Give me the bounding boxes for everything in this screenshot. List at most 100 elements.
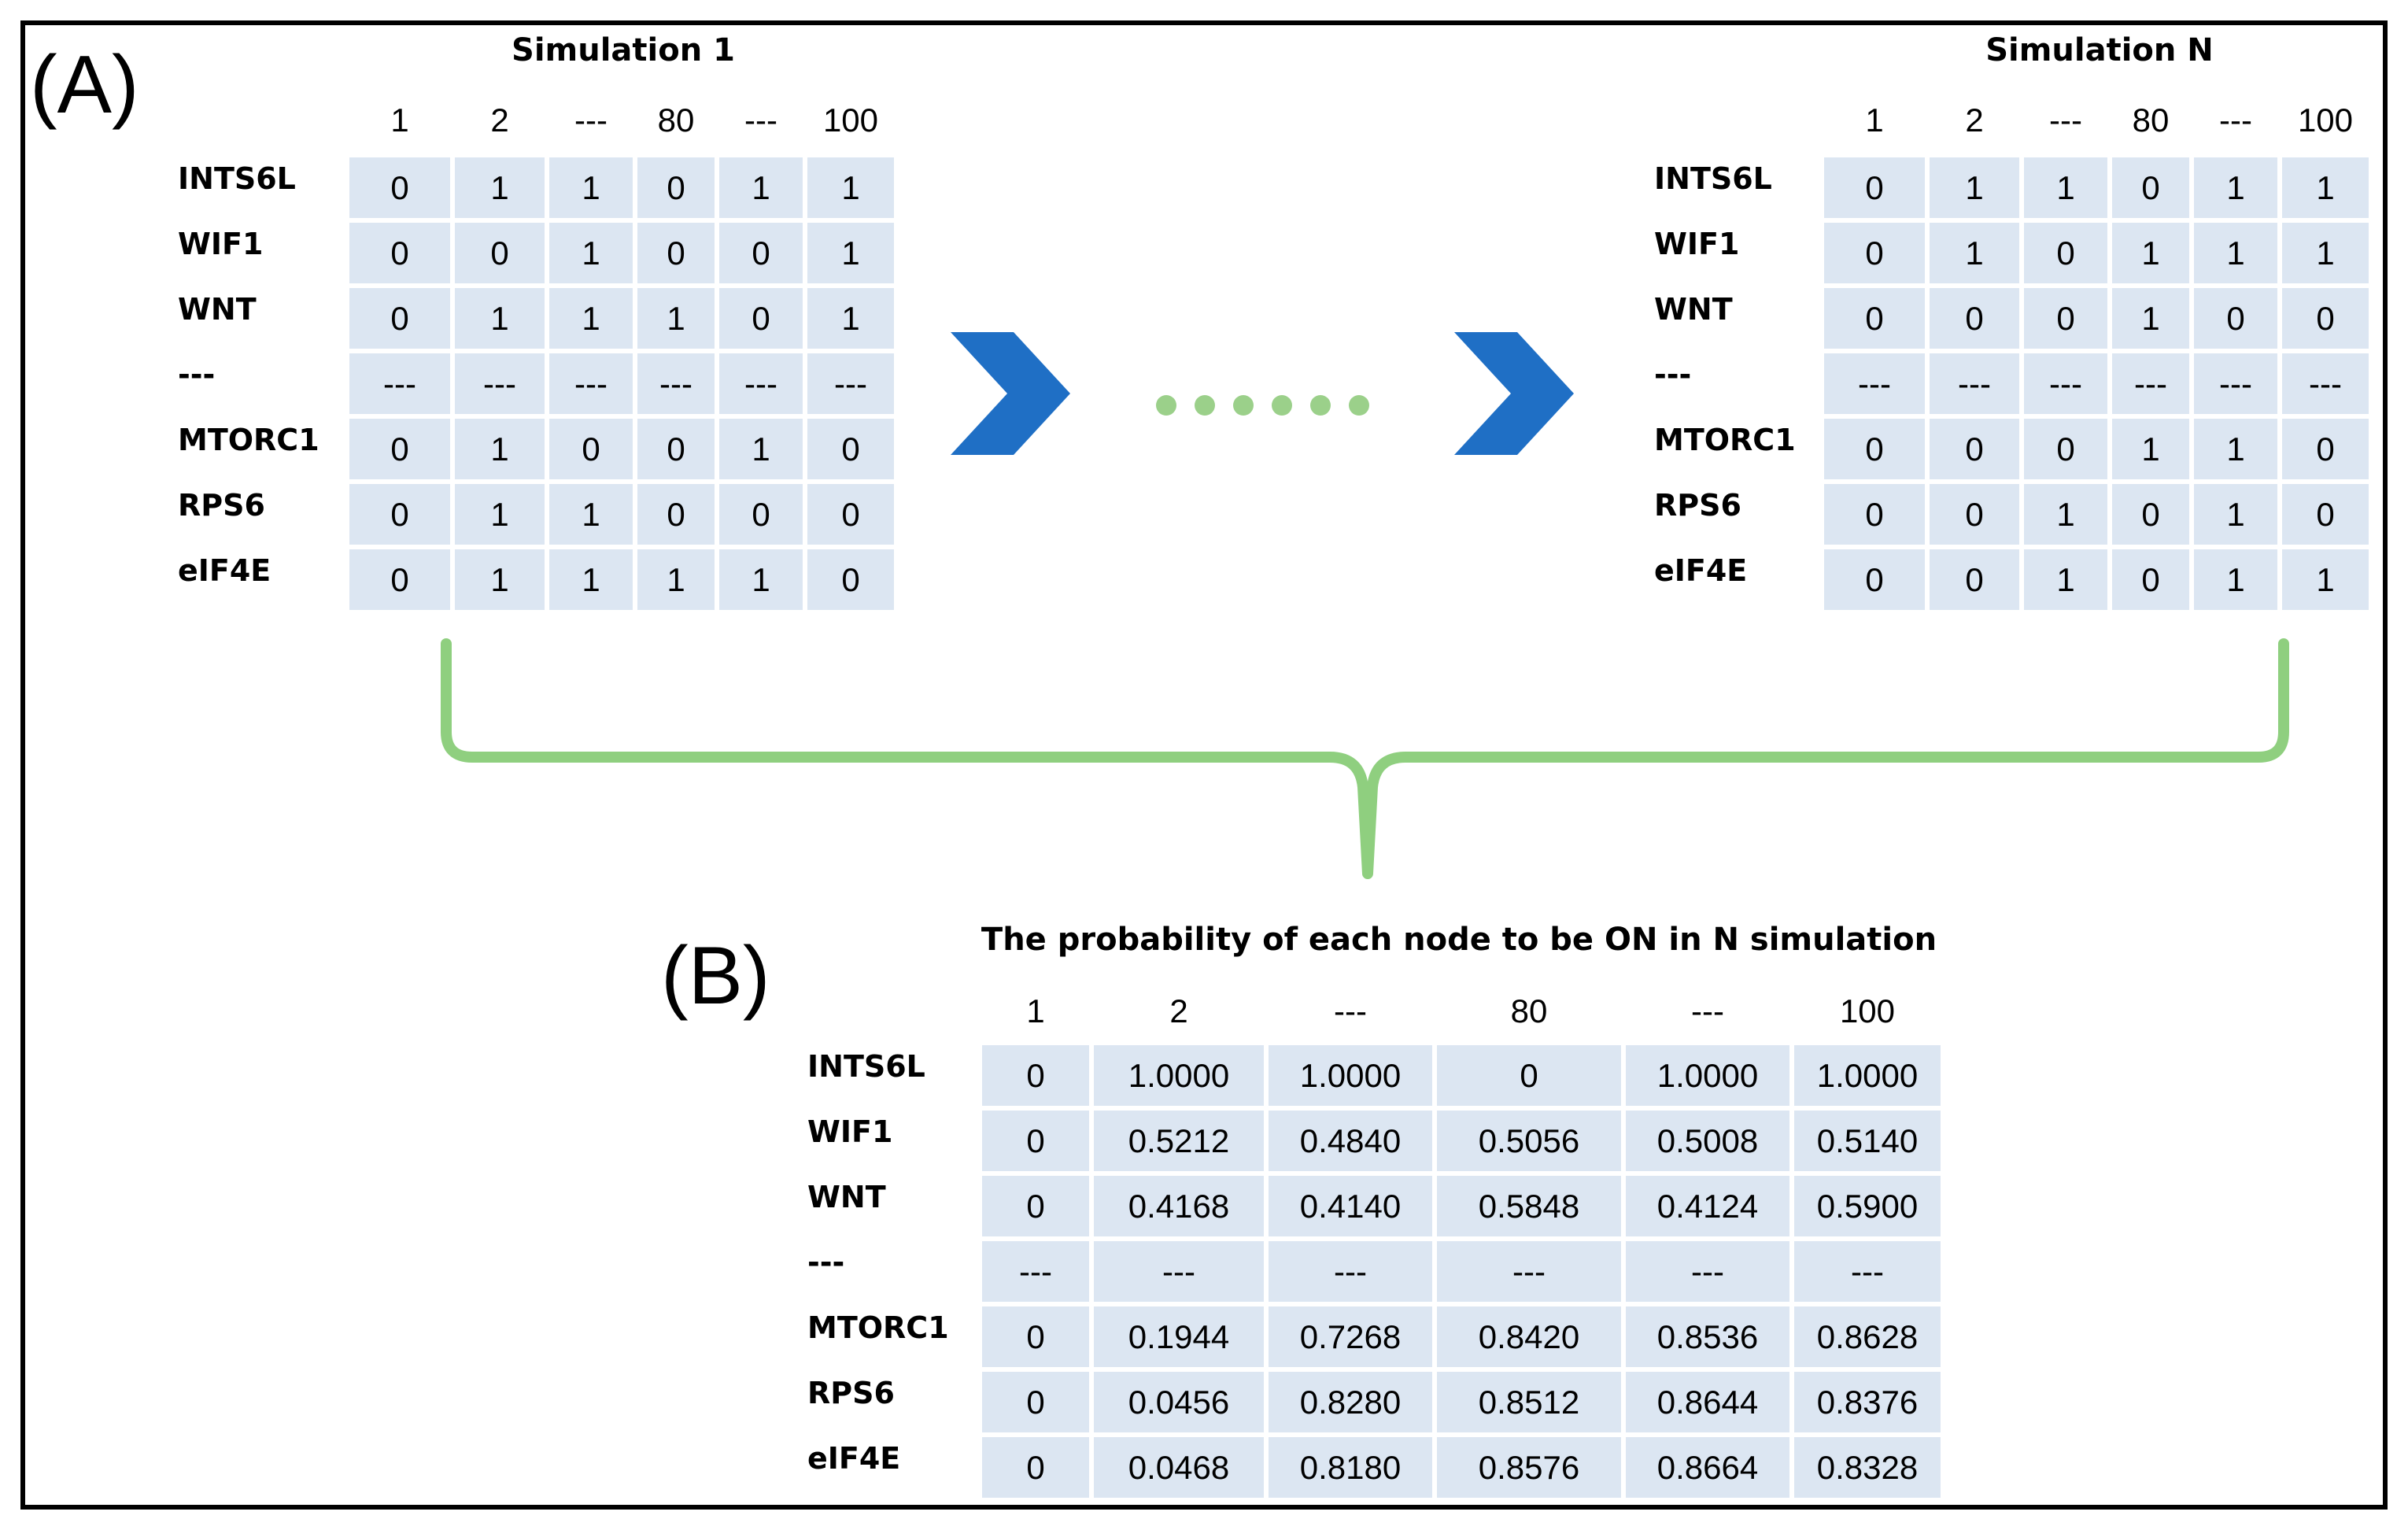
simulation-n-cell: --- bbox=[1824, 353, 1925, 414]
probability-cell: 0.0456 bbox=[1094, 1372, 1264, 1432]
simulation-n-row-label: INTS6L bbox=[1654, 161, 1772, 196]
curly-brace-connector bbox=[441, 638, 2289, 879]
simulation-n-cell: 0 bbox=[1824, 157, 1925, 218]
simulation-n-cell: 1 bbox=[2024, 484, 2107, 545]
simulation-1-cell: 1 bbox=[719, 419, 803, 479]
probability-row-label: WNT bbox=[807, 1180, 886, 1214]
simulation-n-col-header: --- bbox=[2219, 102, 2252, 139]
probability-col-header: --- bbox=[1334, 992, 1367, 1029]
simulation-1-cell: 1 bbox=[455, 288, 545, 349]
simulation-1-cell: 1 bbox=[455, 549, 545, 610]
probability-cell: --- bbox=[1437, 1241, 1621, 1302]
figure-border bbox=[20, 20, 2388, 1510]
simulation-1-cell: 1 bbox=[455, 157, 545, 218]
simulation-n-cell: 0 bbox=[2282, 484, 2369, 545]
probability-cell: --- bbox=[1794, 1241, 1941, 1302]
probability-cell: 1.0000 bbox=[1094, 1045, 1264, 1106]
simulation-1-cell: --- bbox=[349, 353, 450, 414]
probability-cell: 0.4140 bbox=[1269, 1176, 1432, 1236]
probability-cell: 0.8420 bbox=[1437, 1306, 1621, 1367]
probability-col-header: --- bbox=[1691, 992, 1724, 1029]
simulation-n-cell: 0 bbox=[1930, 549, 2019, 610]
simulation-n-col-header: 1 bbox=[1865, 102, 1884, 139]
simulation-n-cell: --- bbox=[2112, 353, 2189, 414]
simulation-1-cell: 1 bbox=[549, 484, 633, 545]
simulation-1-cell: 0 bbox=[349, 288, 450, 349]
simulation-n-cell: 0 bbox=[1930, 419, 2019, 479]
simulation-1-row-label: WIF1 bbox=[178, 227, 264, 261]
simulation-1-cell: 0 bbox=[719, 484, 803, 545]
simulation-n-cell: 1 bbox=[2024, 549, 2107, 610]
simulation-n-row-label: MTORC1 bbox=[1654, 423, 1796, 457]
probability-cell: 0.8644 bbox=[1626, 1372, 1789, 1432]
probability-cell: --- bbox=[1094, 1241, 1264, 1302]
simulation-1-col-header: --- bbox=[574, 102, 608, 139]
probability-cell: 0.8328 bbox=[1794, 1437, 1941, 1498]
simulation-n-cell: 1 bbox=[2112, 419, 2189, 479]
simulation-n-cell: 1 bbox=[2112, 223, 2189, 283]
probability-cell: 0.8280 bbox=[1269, 1372, 1432, 1432]
simulation-1-col-header: 100 bbox=[822, 102, 879, 139]
probability-cell: 0 bbox=[982, 1372, 1089, 1432]
simulation-1-cell: 1 bbox=[807, 157, 894, 218]
simulation-1-cell: 1 bbox=[719, 549, 803, 610]
probability-cell: 0.1944 bbox=[1094, 1306, 1264, 1367]
probability-row-label: eIF4E bbox=[807, 1441, 901, 1476]
probability-col-header: 1 bbox=[1026, 992, 1045, 1029]
simulation-1-cell: 0 bbox=[349, 549, 450, 610]
simulation-1-cell: 1 bbox=[549, 223, 633, 283]
probability-cell: 0.8376 bbox=[1794, 1372, 1941, 1432]
probability-cell: 0.0468 bbox=[1094, 1437, 1264, 1498]
simulation-n-cell: 0 bbox=[2024, 288, 2107, 349]
simulation-n-cell: 0 bbox=[1930, 484, 2019, 545]
simulation-n-cell: 1 bbox=[2194, 549, 2277, 610]
probability-cell: 0.7268 bbox=[1269, 1306, 1432, 1367]
probability-cell: 0.5056 bbox=[1437, 1111, 1621, 1171]
simulation-n-cell: 1 bbox=[2194, 419, 2277, 479]
simulation-n-cell: 0 bbox=[2194, 288, 2277, 349]
probability-row-label: --- bbox=[807, 1245, 845, 1280]
simulation-1-cell: 1 bbox=[807, 223, 894, 283]
simulation-n-cell: 0 bbox=[2282, 288, 2369, 349]
simulation-1-col-header: 80 bbox=[657, 102, 695, 139]
probability-cell: 1.0000 bbox=[1269, 1045, 1432, 1106]
probability-cell: --- bbox=[1269, 1241, 1432, 1302]
simulation-n-cell: 0 bbox=[2112, 157, 2189, 218]
simulation-n-cell: --- bbox=[1930, 353, 2019, 414]
probability-cell: 0.5008 bbox=[1626, 1111, 1789, 1171]
probability-cell: 0 bbox=[982, 1045, 1089, 1106]
simulation-1-cell: 1 bbox=[637, 549, 715, 610]
simulation-n-col-header: --- bbox=[2049, 102, 2082, 139]
simulation-1-cell: --- bbox=[807, 353, 894, 414]
green-dots-icon bbox=[1156, 395, 1369, 416]
simulation-1-cell: 0 bbox=[637, 157, 715, 218]
probability-cell: 0.5212 bbox=[1094, 1111, 1264, 1171]
probability-row-label: WIF1 bbox=[807, 1114, 893, 1149]
simulation-1-cell: 0 bbox=[455, 223, 545, 283]
simulation-n-cell: 0 bbox=[2112, 484, 2189, 545]
probability-cell: 0 bbox=[1437, 1045, 1621, 1106]
simulation-1-row-label: RPS6 bbox=[178, 488, 265, 523]
simulation-1-cell: 0 bbox=[807, 419, 894, 479]
simulation-1-cell: 0 bbox=[349, 484, 450, 545]
simulation-n-row-label: eIF4E bbox=[1654, 553, 1748, 588]
simulation-n-row-label: WIF1 bbox=[1654, 227, 1740, 261]
probability-cell: 0 bbox=[982, 1176, 1089, 1236]
simulation-n-cell: 1 bbox=[2282, 223, 2369, 283]
probability-col-header: 100 bbox=[1839, 992, 1896, 1029]
probability-cell: 0.8576 bbox=[1437, 1437, 1621, 1498]
simulation-1-cell: 0 bbox=[349, 419, 450, 479]
probability-cell: 0.8628 bbox=[1794, 1306, 1941, 1367]
simulation-n-cell: --- bbox=[2024, 353, 2107, 414]
simulation-1-col-header: 2 bbox=[490, 102, 509, 139]
simulation-1-row-label: MTORC1 bbox=[178, 423, 319, 457]
probability-col-header: 80 bbox=[1510, 992, 1548, 1029]
simulation-n-cell: --- bbox=[2194, 353, 2277, 414]
simulation-n-cell: 1 bbox=[1930, 223, 2019, 283]
simulation-1-cell: 1 bbox=[637, 288, 715, 349]
simulation-1-cell: 0 bbox=[807, 549, 894, 610]
probability-cell: 0 bbox=[982, 1111, 1089, 1171]
